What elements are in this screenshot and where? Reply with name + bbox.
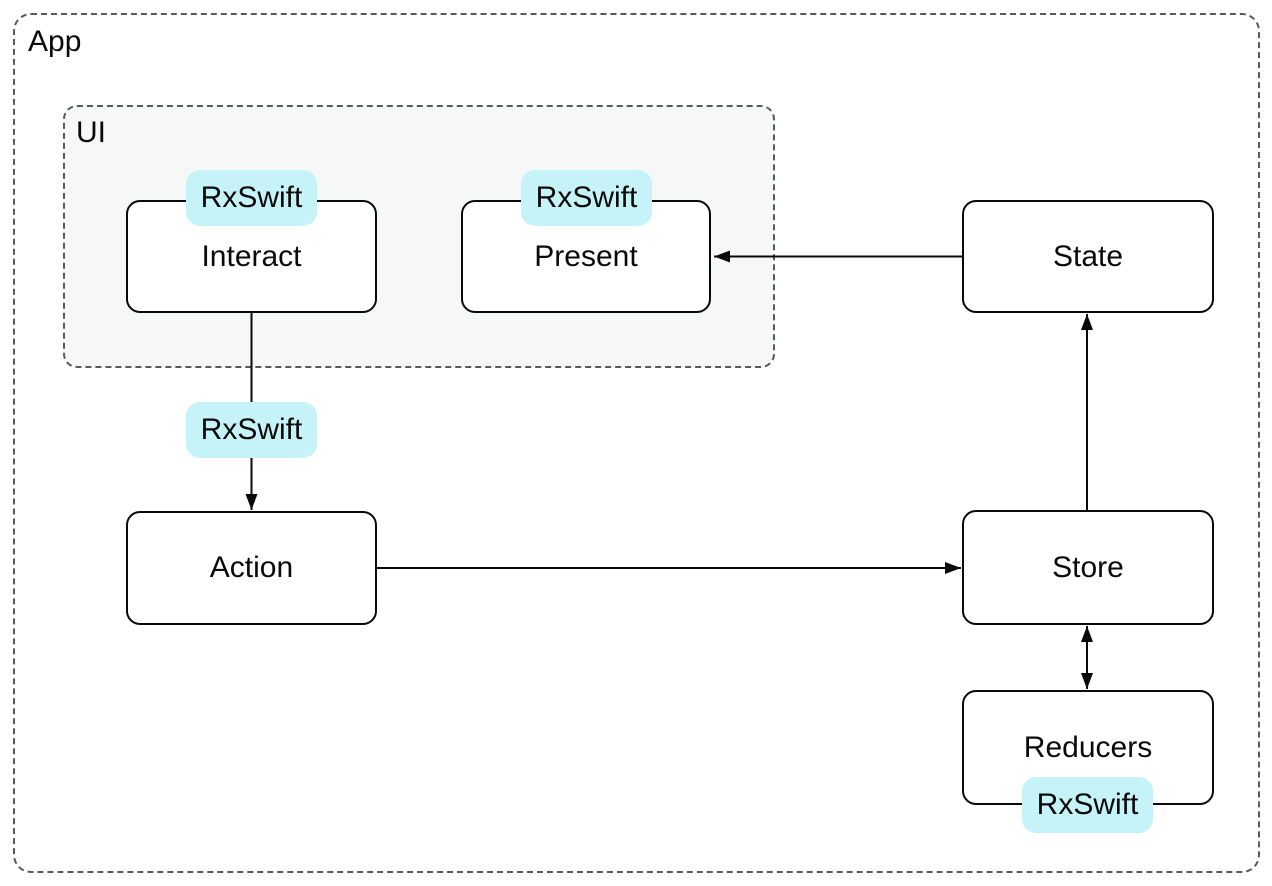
rxswift-badge-label: RxSwift <box>200 413 303 446</box>
rxswift-badge-present: RxSwift <box>521 170 652 226</box>
rxswift-badge-label: RxSwift <box>535 181 638 214</box>
node-state: State <box>962 200 1214 313</box>
node-action-label: Action <box>209 551 294 584</box>
rxswift-badge-interact: RxSwift <box>186 170 317 226</box>
node-interact-label: Interact <box>201 239 302 273</box>
node-state-label: State <box>1052 239 1124 273</box>
node-reducers-label: Reducers <box>1023 730 1153 764</box>
node-store: Store <box>962 510 1214 625</box>
rxswift-badge-label: RxSwift <box>1036 788 1139 821</box>
rxswift-badge-label: RxSwift <box>200 181 303 214</box>
rxswift-badge-reducers: RxSwift <box>1022 777 1153 833</box>
app-container <box>13 13 1260 873</box>
app-container-label: App <box>28 25 82 58</box>
rxswift-badge-flow: RxSwift <box>186 402 317 458</box>
node-present-label: Present <box>534 239 638 273</box>
node-present: Present <box>461 200 711 313</box>
ui-container-label: UI <box>76 116 106 149</box>
node-store-label: Store <box>1052 550 1124 584</box>
node-action: Action <box>126 511 377 625</box>
